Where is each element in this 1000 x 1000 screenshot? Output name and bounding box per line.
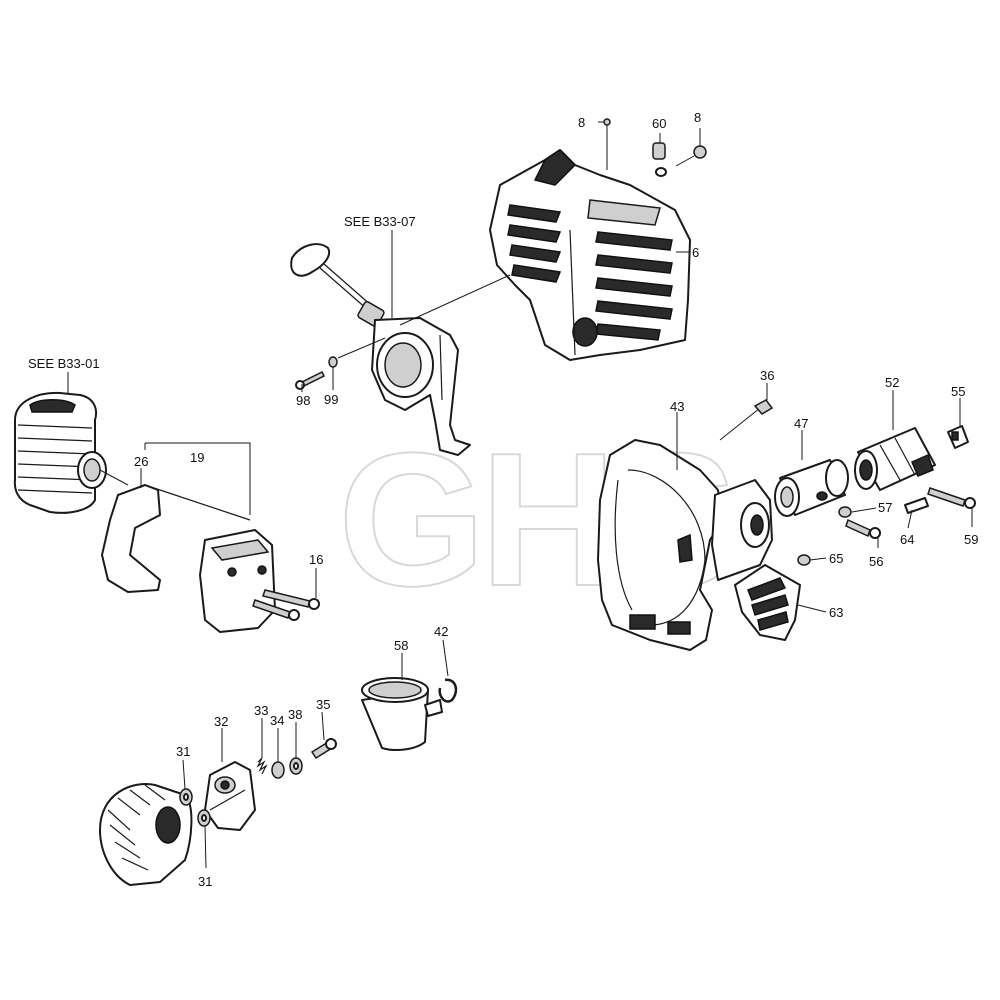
plate-64	[904, 497, 929, 514]
label-6: 6	[692, 245, 699, 260]
bolt-59	[927, 487, 976, 509]
clutch-drum	[361, 677, 443, 751]
fan-housing	[597, 439, 773, 651]
label-99: 99	[324, 392, 338, 407]
label-98: 98	[296, 393, 310, 408]
engine-cover	[489, 149, 691, 361]
label-47: 47	[794, 416, 808, 431]
label-56: 56	[869, 554, 883, 569]
clip-55	[947, 425, 969, 449]
washer-34	[271, 761, 285, 779]
label-36: 36	[760, 368, 774, 383]
label-8: 8	[694, 110, 701, 125]
bolts-16	[252, 589, 320, 621]
shaft-clamp	[854, 427, 936, 491]
screw-65	[797, 554, 811, 566]
label-26: 26	[134, 454, 148, 469]
handle-bracket	[734, 564, 801, 641]
bolt-98	[295, 370, 326, 390]
label-34: 34	[270, 713, 284, 728]
screw-56	[845, 518, 881, 539]
screw-57	[838, 506, 852, 518]
label-59: 59	[964, 532, 978, 547]
label-58: 58	[394, 638, 408, 653]
washer-31a	[179, 788, 193, 806]
label-8: 8	[578, 115, 585, 130]
screw-36	[753, 399, 774, 415]
label-19: 19	[190, 450, 204, 465]
muffler-bracket	[101, 484, 251, 593]
bolt-35	[310, 738, 337, 760]
clutch	[204, 761, 256, 831]
washer-31b	[197, 809, 211, 827]
label-38: 38	[288, 707, 302, 722]
label-31: 31	[176, 744, 190, 759]
flywheel	[99, 783, 193, 886]
label-52: 52	[885, 375, 899, 390]
sleeve	[774, 459, 849, 517]
cylinder	[13, 391, 107, 514]
callout-labels: 8 60 8 6 SEE B33-07 98 99 SEE B33-01 19 …	[28, 110, 978, 889]
label-32: 32	[214, 714, 228, 729]
ref-see-b33-07: SEE B33-07	[344, 214, 416, 229]
screw-8b	[675, 145, 707, 167]
washer-38	[289, 757, 303, 775]
label-35: 35	[316, 697, 330, 712]
label-57: 57	[878, 500, 892, 515]
label-64: 64	[900, 532, 914, 547]
circlip-42	[438, 678, 458, 703]
spring-33	[256, 757, 268, 775]
label-60: 60	[652, 116, 666, 131]
label-42: 42	[434, 624, 448, 639]
muffler	[199, 529, 276, 633]
recoil-starter	[290, 243, 471, 456]
label-43: 43	[670, 399, 684, 414]
washer-99	[328, 356, 338, 368]
label-65: 65	[829, 551, 843, 566]
label-33: 33	[254, 703, 268, 718]
cover-vents-left	[507, 204, 562, 283]
label-55: 55	[951, 384, 965, 399]
label-63: 63	[829, 605, 843, 620]
ref-see-b33-01: SEE B33-01	[28, 356, 100, 371]
leader-lines	[67, 121, 973, 869]
label-31: 31	[198, 874, 212, 889]
clip-60	[652, 142, 667, 177]
label-16: 16	[309, 552, 323, 567]
cover-vents-right	[595, 231, 673, 341]
screw-8a	[603, 118, 611, 170]
